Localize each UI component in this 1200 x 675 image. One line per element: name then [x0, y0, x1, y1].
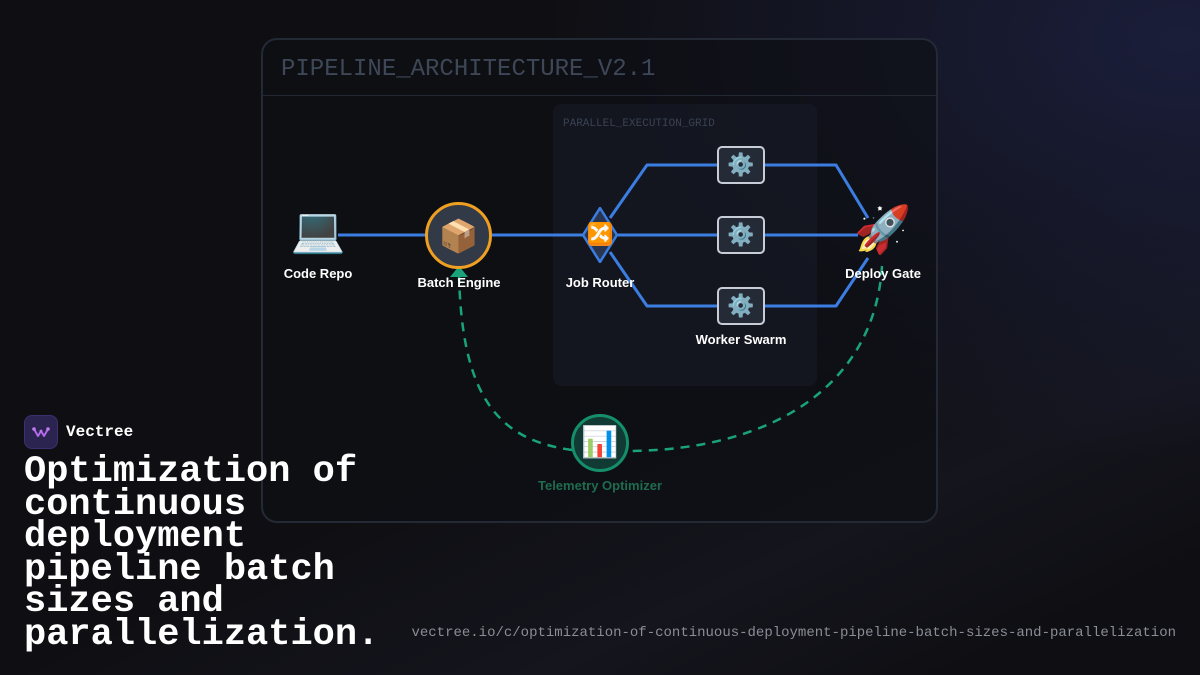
feedback-arrowhead [450, 266, 468, 277]
vectree-logo-icon [24, 415, 58, 449]
batch-engine-label: Batch Engine [417, 275, 501, 290]
deploy-gate-label: Deploy Gate [845, 266, 921, 281]
feedback-deploy-to-telemetry [627, 265, 884, 453]
page-url: vectree.io/c/optimization-of-continuous-… [411, 625, 1176, 641]
edge-worker-top-to-deploy [764, 163, 870, 219]
title-divider [263, 95, 936, 96]
worker-node-1: ⚙️ [717, 146, 765, 184]
headline: Optimization of continuous deployment pi… [24, 451, 380, 656]
gear-icon: ⚙️ [727, 152, 755, 177]
package-icon: 📦 [438, 217, 479, 254]
bar-chart-icon: 📊 [581, 426, 619, 459]
batch-engine-node: 📦 [425, 202, 492, 269]
shuffle-icon: 🔀 [587, 222, 613, 246]
gear-icon: ⚙️ [727, 293, 755, 318]
rocket-icon: 🚀 [854, 203, 912, 255]
parallel-execution-grid-label: PARALLEL_EXECUTION_GRID [563, 118, 715, 130]
gear-icon: ⚙️ [727, 222, 755, 247]
edge-router-to-worker-top [608, 163, 718, 219]
telemetry-optimizer-node: 📊 [571, 414, 629, 472]
worker-swarm-label: Worker Swarm [695, 332, 787, 347]
feedback-telemetry-to-batch [457, 274, 573, 452]
code-repo-label: Code Repo [283, 266, 353, 281]
job-router-label: Job Router [565, 275, 635, 290]
edge-worker-bottom-to-deploy [764, 257, 870, 308]
edge-router-to-worker-bottom [608, 251, 718, 308]
laptop-icon: 💻 [290, 206, 346, 255]
worker-node-2: ⚙️ [717, 216, 765, 254]
diagram-title: PIPELINE_ARCHITECTURE_V2.1 [281, 56, 656, 83]
worker-node-3: ⚙️ [717, 287, 765, 325]
brand-name: Vectree [66, 423, 134, 441]
telemetry-optimizer-label: Telemetry Optimizer [537, 478, 663, 493]
